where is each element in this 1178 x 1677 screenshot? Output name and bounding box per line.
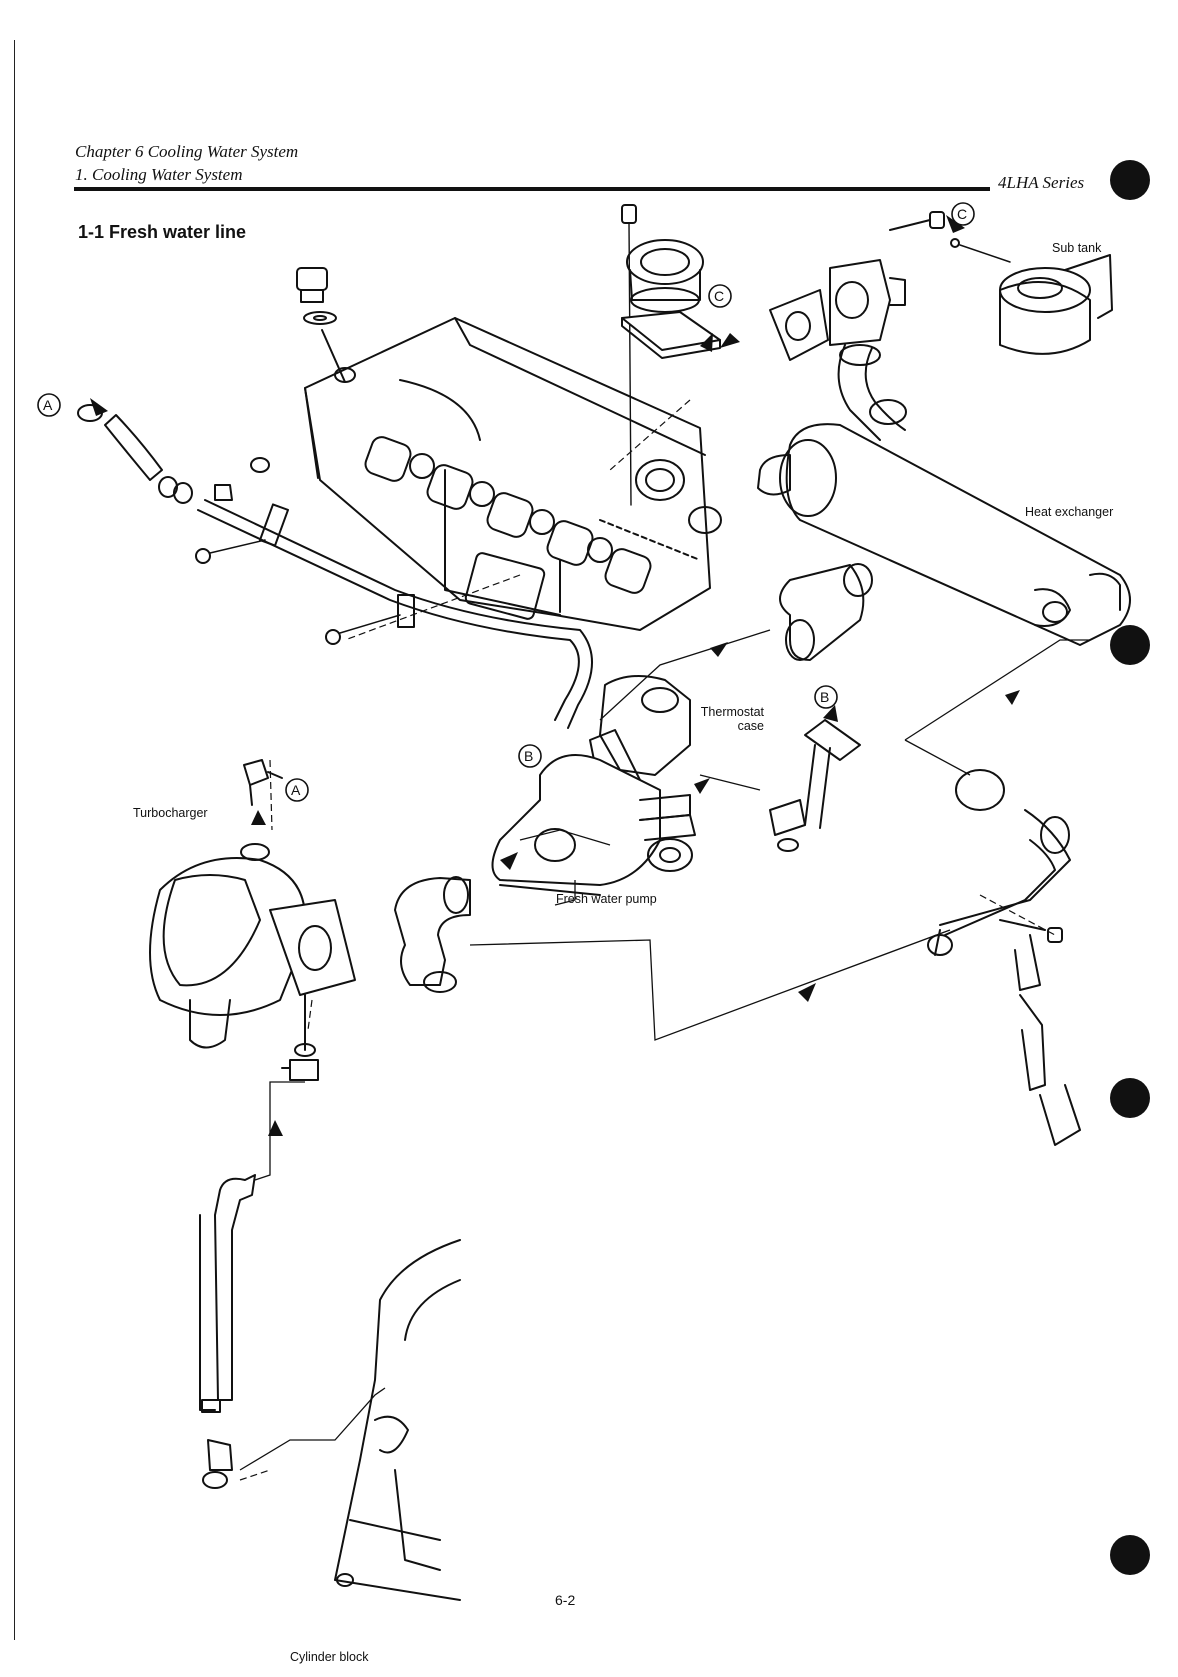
lower-hose-right bbox=[928, 770, 1080, 1145]
label-fresh-water-pump: Fresh water pump bbox=[556, 892, 657, 906]
hose-upper bbox=[780, 564, 872, 660]
flow-arrow bbox=[1005, 690, 1020, 705]
lower-hose-left bbox=[395, 877, 470, 992]
flow-arrow bbox=[710, 642, 728, 657]
page-number: 6-2 bbox=[555, 1592, 575, 1608]
fresh-water-pump bbox=[493, 755, 696, 895]
label-cylinder-block: Cylinder block bbox=[290, 1650, 369, 1664]
flow-arrow bbox=[90, 398, 108, 416]
label-thermostat-case-line1: Thermostat bbox=[690, 705, 764, 719]
flow-arrow bbox=[251, 810, 266, 825]
turbo-fitting-a bbox=[244, 760, 282, 805]
callout-b-pipe: B bbox=[820, 690, 829, 704]
label-thermostat-case-line2: case bbox=[690, 719, 764, 733]
outlet-elbow bbox=[770, 212, 944, 440]
coolant-hose-vertical bbox=[200, 1175, 255, 1488]
cylinder-block bbox=[335, 1240, 460, 1600]
drain-plug bbox=[297, 268, 345, 382]
callout-c-subtank: C bbox=[957, 207, 967, 221]
label-thermostat-case: Thermostat case bbox=[690, 705, 764, 733]
sub-tank bbox=[951, 239, 1112, 354]
turbocharger bbox=[150, 844, 355, 1080]
label-heat-exchanger: Heat exchanger bbox=[1025, 505, 1113, 519]
callout-a-turbo: A bbox=[291, 783, 300, 797]
small-pipe-b bbox=[770, 720, 860, 851]
exhaust-manifold bbox=[305, 318, 721, 630]
flow-arrow bbox=[694, 778, 710, 794]
callout-b-hose: B bbox=[524, 749, 533, 763]
label-sub-tank: Sub tank bbox=[1052, 241, 1101, 255]
flow-arrow bbox=[720, 333, 740, 348]
callout-c-pump: C bbox=[714, 289, 724, 303]
hose-a bbox=[78, 405, 269, 503]
callout-a-top: A bbox=[43, 398, 52, 412]
label-turbocharger: Turbocharger bbox=[133, 806, 208, 820]
